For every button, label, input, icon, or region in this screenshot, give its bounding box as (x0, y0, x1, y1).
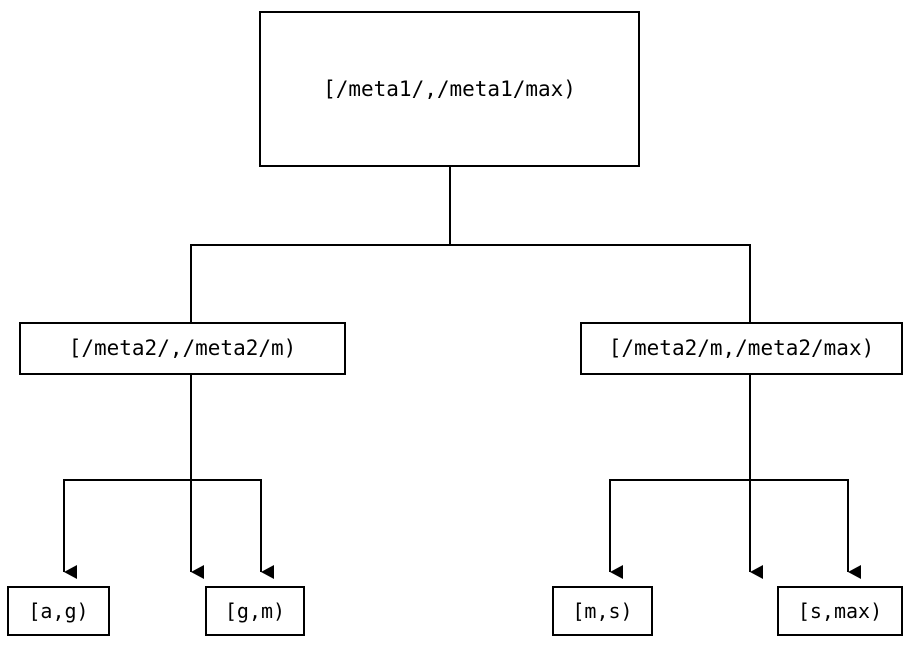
tree-node-leaf-ag-label: [a,g) (28, 599, 89, 623)
tree-node-leaf-ag[interactable]: [a,g) (7, 586, 110, 636)
tree-node-root-label: [/meta1/,/meta1/max) (323, 76, 576, 101)
tree-node-leaf-smax[interactable]: [s,max) (777, 586, 903, 636)
tree-node-leaf-gm-label: [g,m) (224, 599, 286, 623)
edge-midright-ms (609, 375, 751, 579)
tree-node-leaf-smax-label: [s,max) (797, 599, 883, 623)
tree-node-mid-left[interactable]: [/meta2/,/meta2/m) (19, 322, 346, 375)
edge-midleft-gm (191, 479, 274, 579)
tree-node-root[interactable]: [/meta1/,/meta1/max) (259, 11, 640, 167)
edge-midright-smax (750, 479, 861, 579)
tree-node-mid-left-label: [/meta2/,/meta2/m) (68, 336, 297, 360)
tree-node-leaf-gm[interactable]: [g,m) (205, 586, 305, 636)
tree-node-leaf-ms-label: [m,s) (572, 599, 633, 623)
tree-node-mid-right-label: [/meta2/m,/meta2/max) (608, 336, 875, 360)
tree-node-leaf-ms[interactable]: [m,s) (552, 586, 653, 636)
edge-midleft-ag (63, 375, 192, 579)
edge-root-midright (450, 244, 763, 579)
tree-node-mid-right[interactable]: [/meta2/m,/meta2/max) (580, 322, 903, 375)
